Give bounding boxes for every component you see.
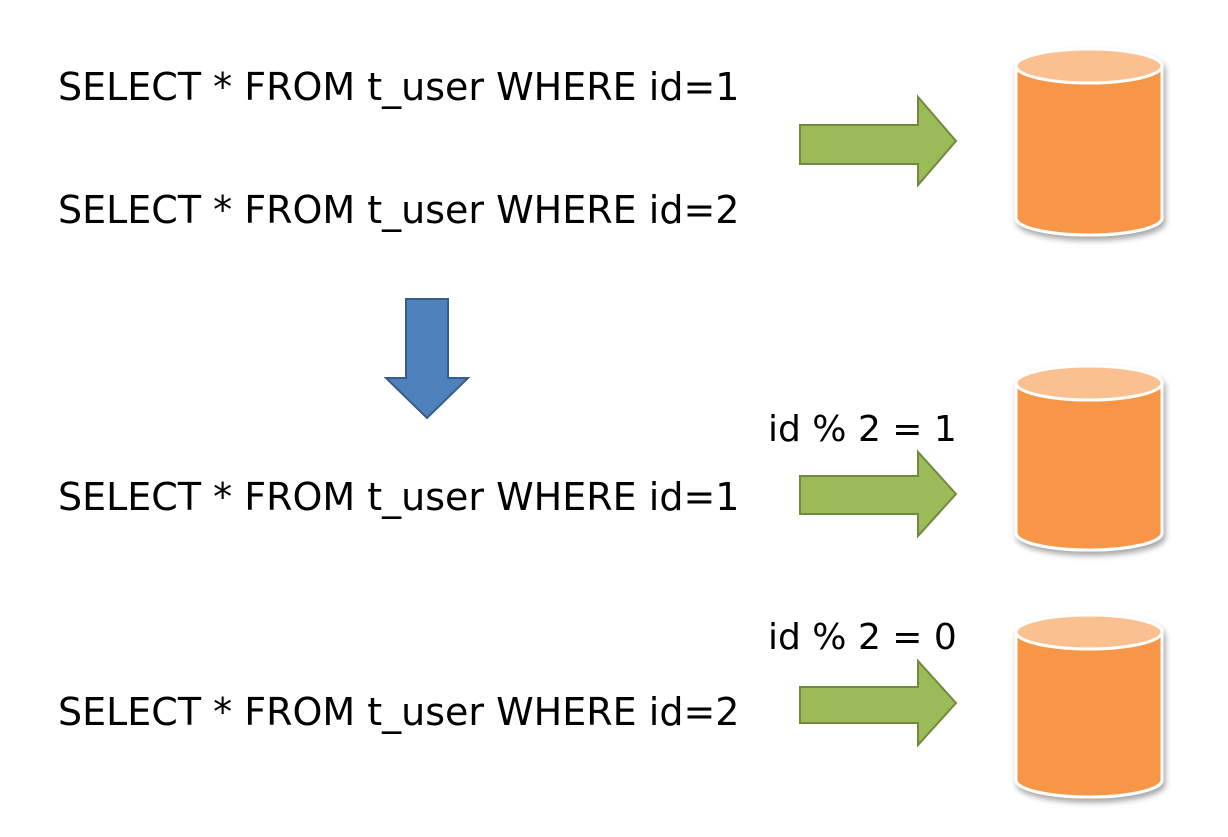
query-id-1-text: SELECT * FROM t_user WHERE id=1 (58, 65, 739, 109)
top-section: SELECT * FROM t_user WHERE id=1 SELECT *… (58, 47, 1164, 237)
right-arrow-icon (799, 658, 958, 748)
database-cylinder-icon (1014, 364, 1164, 552)
route-odd-query-text: SELECT * FROM t_user WHERE id=1 (58, 475, 739, 519)
route-odd-section: id % 2 = 1 SELECT * FROM t_user WHERE id… (58, 364, 1164, 552)
route-even-condition: id % 2 = 0 (768, 617, 957, 658)
right-arrow-icon (799, 449, 958, 539)
down-arrow-icon (383, 298, 471, 420)
route-even-section: id % 2 = 0 SELECT * FROM t_user WHERE id… (58, 613, 1164, 799)
database-cylinder-icon (1014, 613, 1164, 799)
route-odd-condition: id % 2 = 1 (768, 409, 957, 450)
right-arrow-icon (799, 94, 958, 188)
query-id-2-text: SELECT * FROM t_user WHERE id=2 (58, 188, 739, 232)
database-cylinder-icon (1014, 47, 1164, 237)
route-even-query-text: SELECT * FROM t_user WHERE id=2 (58, 690, 739, 734)
